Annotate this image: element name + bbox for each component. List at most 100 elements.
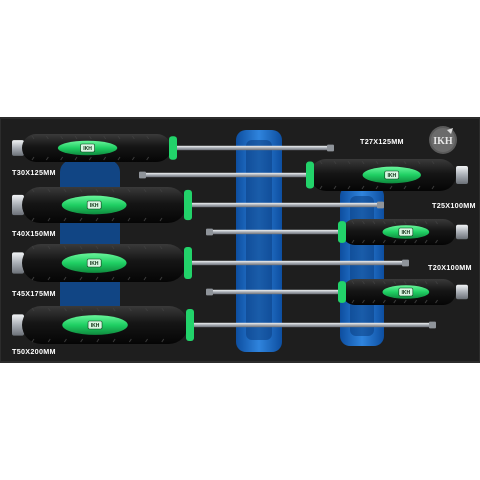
- grip-rib: [424, 239, 428, 244]
- grip-rib: [45, 156, 49, 161]
- grip-rib: [319, 185, 323, 190]
- handle-end-cap: [456, 284, 468, 300]
- green-collar: [338, 281, 346, 303]
- grip-rib: [95, 276, 99, 281]
- grip-rib: [362, 239, 365, 244]
- grip-rib: [112, 307, 116, 312]
- grip-rib: [31, 245, 35, 250]
- handle-brand-text: IKH: [90, 203, 99, 209]
- logo-text: IKH: [433, 136, 453, 147]
- grip-rib: [60, 156, 64, 161]
- grip-rib: [47, 276, 51, 281]
- grip-rib: [80, 338, 84, 343]
- grip-rib: [431, 160, 435, 165]
- grip-rib: [403, 280, 407, 285]
- grip-rib: [146, 135, 150, 140]
- grip-rib: [347, 185, 351, 190]
- handle-end-cap: [12, 314, 24, 336]
- handle-end-cap: [456, 166, 468, 184]
- size-label: T40X150MM: [12, 229, 56, 238]
- grip-rib: [47, 217, 51, 222]
- grip-rib: [362, 299, 365, 304]
- grip-rib: [63, 245, 67, 250]
- grip-rib: [424, 220, 428, 225]
- grip-rib: [403, 220, 407, 225]
- grip-rib: [127, 188, 131, 193]
- handle-brand-badge: [86, 258, 102, 268]
- grip-rib: [95, 245, 99, 250]
- torx-tip: [402, 259, 409, 267]
- size-label: T45X175MM: [12, 289, 56, 298]
- handle-brand-badge: [398, 227, 414, 237]
- size-label: T50X200MM: [12, 347, 56, 356]
- grip-rib: [319, 160, 323, 165]
- grip-rib: [159, 245, 163, 250]
- grip-rib: [414, 220, 418, 225]
- grip-rib: [111, 245, 115, 250]
- handle-brand-badge: [86, 200, 102, 210]
- grip-rib: [111, 188, 115, 193]
- grip-rib: [403, 160, 407, 165]
- grip-rib: [414, 280, 418, 285]
- grip-rib: [74, 156, 78, 161]
- grip-rib: [127, 276, 131, 281]
- grip-rib: [64, 307, 67, 312]
- size-label: T27X125MM: [360, 137, 404, 146]
- grip-rib: [417, 185, 421, 190]
- grip-rib: [60, 135, 64, 140]
- handle-brand-text: IKH: [402, 290, 411, 296]
- grip-rib: [393, 239, 397, 244]
- grip-rib: [145, 338, 148, 343]
- grip-rib: [128, 307, 132, 312]
- grip-rib: [382, 220, 386, 225]
- logo-swoosh-icon: [447, 128, 453, 134]
- grip-rib: [351, 299, 355, 304]
- grip-rib: [143, 276, 147, 281]
- grip-rib: [117, 156, 121, 161]
- handle-brand-badge: [80, 143, 95, 153]
- grip-rib: [143, 188, 147, 193]
- grip-rib: [31, 276, 35, 281]
- grip-rib: [47, 188, 51, 193]
- handle-brand-text: IKH: [402, 230, 411, 236]
- green-collar: [169, 136, 177, 160]
- grip-rib: [362, 220, 365, 225]
- grip-rib: [351, 239, 355, 244]
- grip-rib: [131, 156, 135, 161]
- grip-rib: [362, 280, 365, 285]
- shaft: [192, 202, 377, 208]
- grip-rib: [382, 239, 386, 244]
- grip-rib: [79, 245, 83, 250]
- brand-logo: IKH: [429, 126, 457, 154]
- handle-brand-badge: [398, 287, 414, 297]
- grip-rib: [382, 299, 386, 304]
- grip-rib: [393, 220, 397, 225]
- grip-rib: [403, 185, 407, 190]
- grip-rib: [372, 280, 376, 285]
- grip-rib: [79, 217, 83, 222]
- grip-rib: [95, 217, 99, 222]
- grip-rib: [131, 135, 135, 140]
- screwdriver: IKH: [12, 244, 409, 282]
- grip-rib: [127, 217, 131, 222]
- grip-rib: [103, 156, 107, 161]
- grip-rib: [389, 185, 393, 190]
- grip-rib: [389, 160, 393, 165]
- grip-rib: [382, 280, 386, 285]
- screwdriver: IKH: [139, 159, 468, 191]
- grip-rib: [424, 299, 428, 304]
- grip-rib: [372, 239, 376, 244]
- grip-rib: [80, 307, 84, 312]
- handle-brand-text: IKH: [90, 261, 99, 267]
- grip-rib: [161, 338, 165, 343]
- handle-end-cap: [12, 194, 24, 216]
- grip-rib: [372, 299, 376, 304]
- handle-end-cap: [12, 252, 24, 274]
- torx-tip: [139, 171, 146, 179]
- grip-rib: [435, 220, 438, 225]
- grip-rib: [128, 338, 132, 343]
- handle-brand-text: IKH: [83, 146, 92, 152]
- grip-rib: [88, 156, 92, 161]
- grip-rib: [47, 338, 51, 343]
- grip-rib: [333, 160, 337, 165]
